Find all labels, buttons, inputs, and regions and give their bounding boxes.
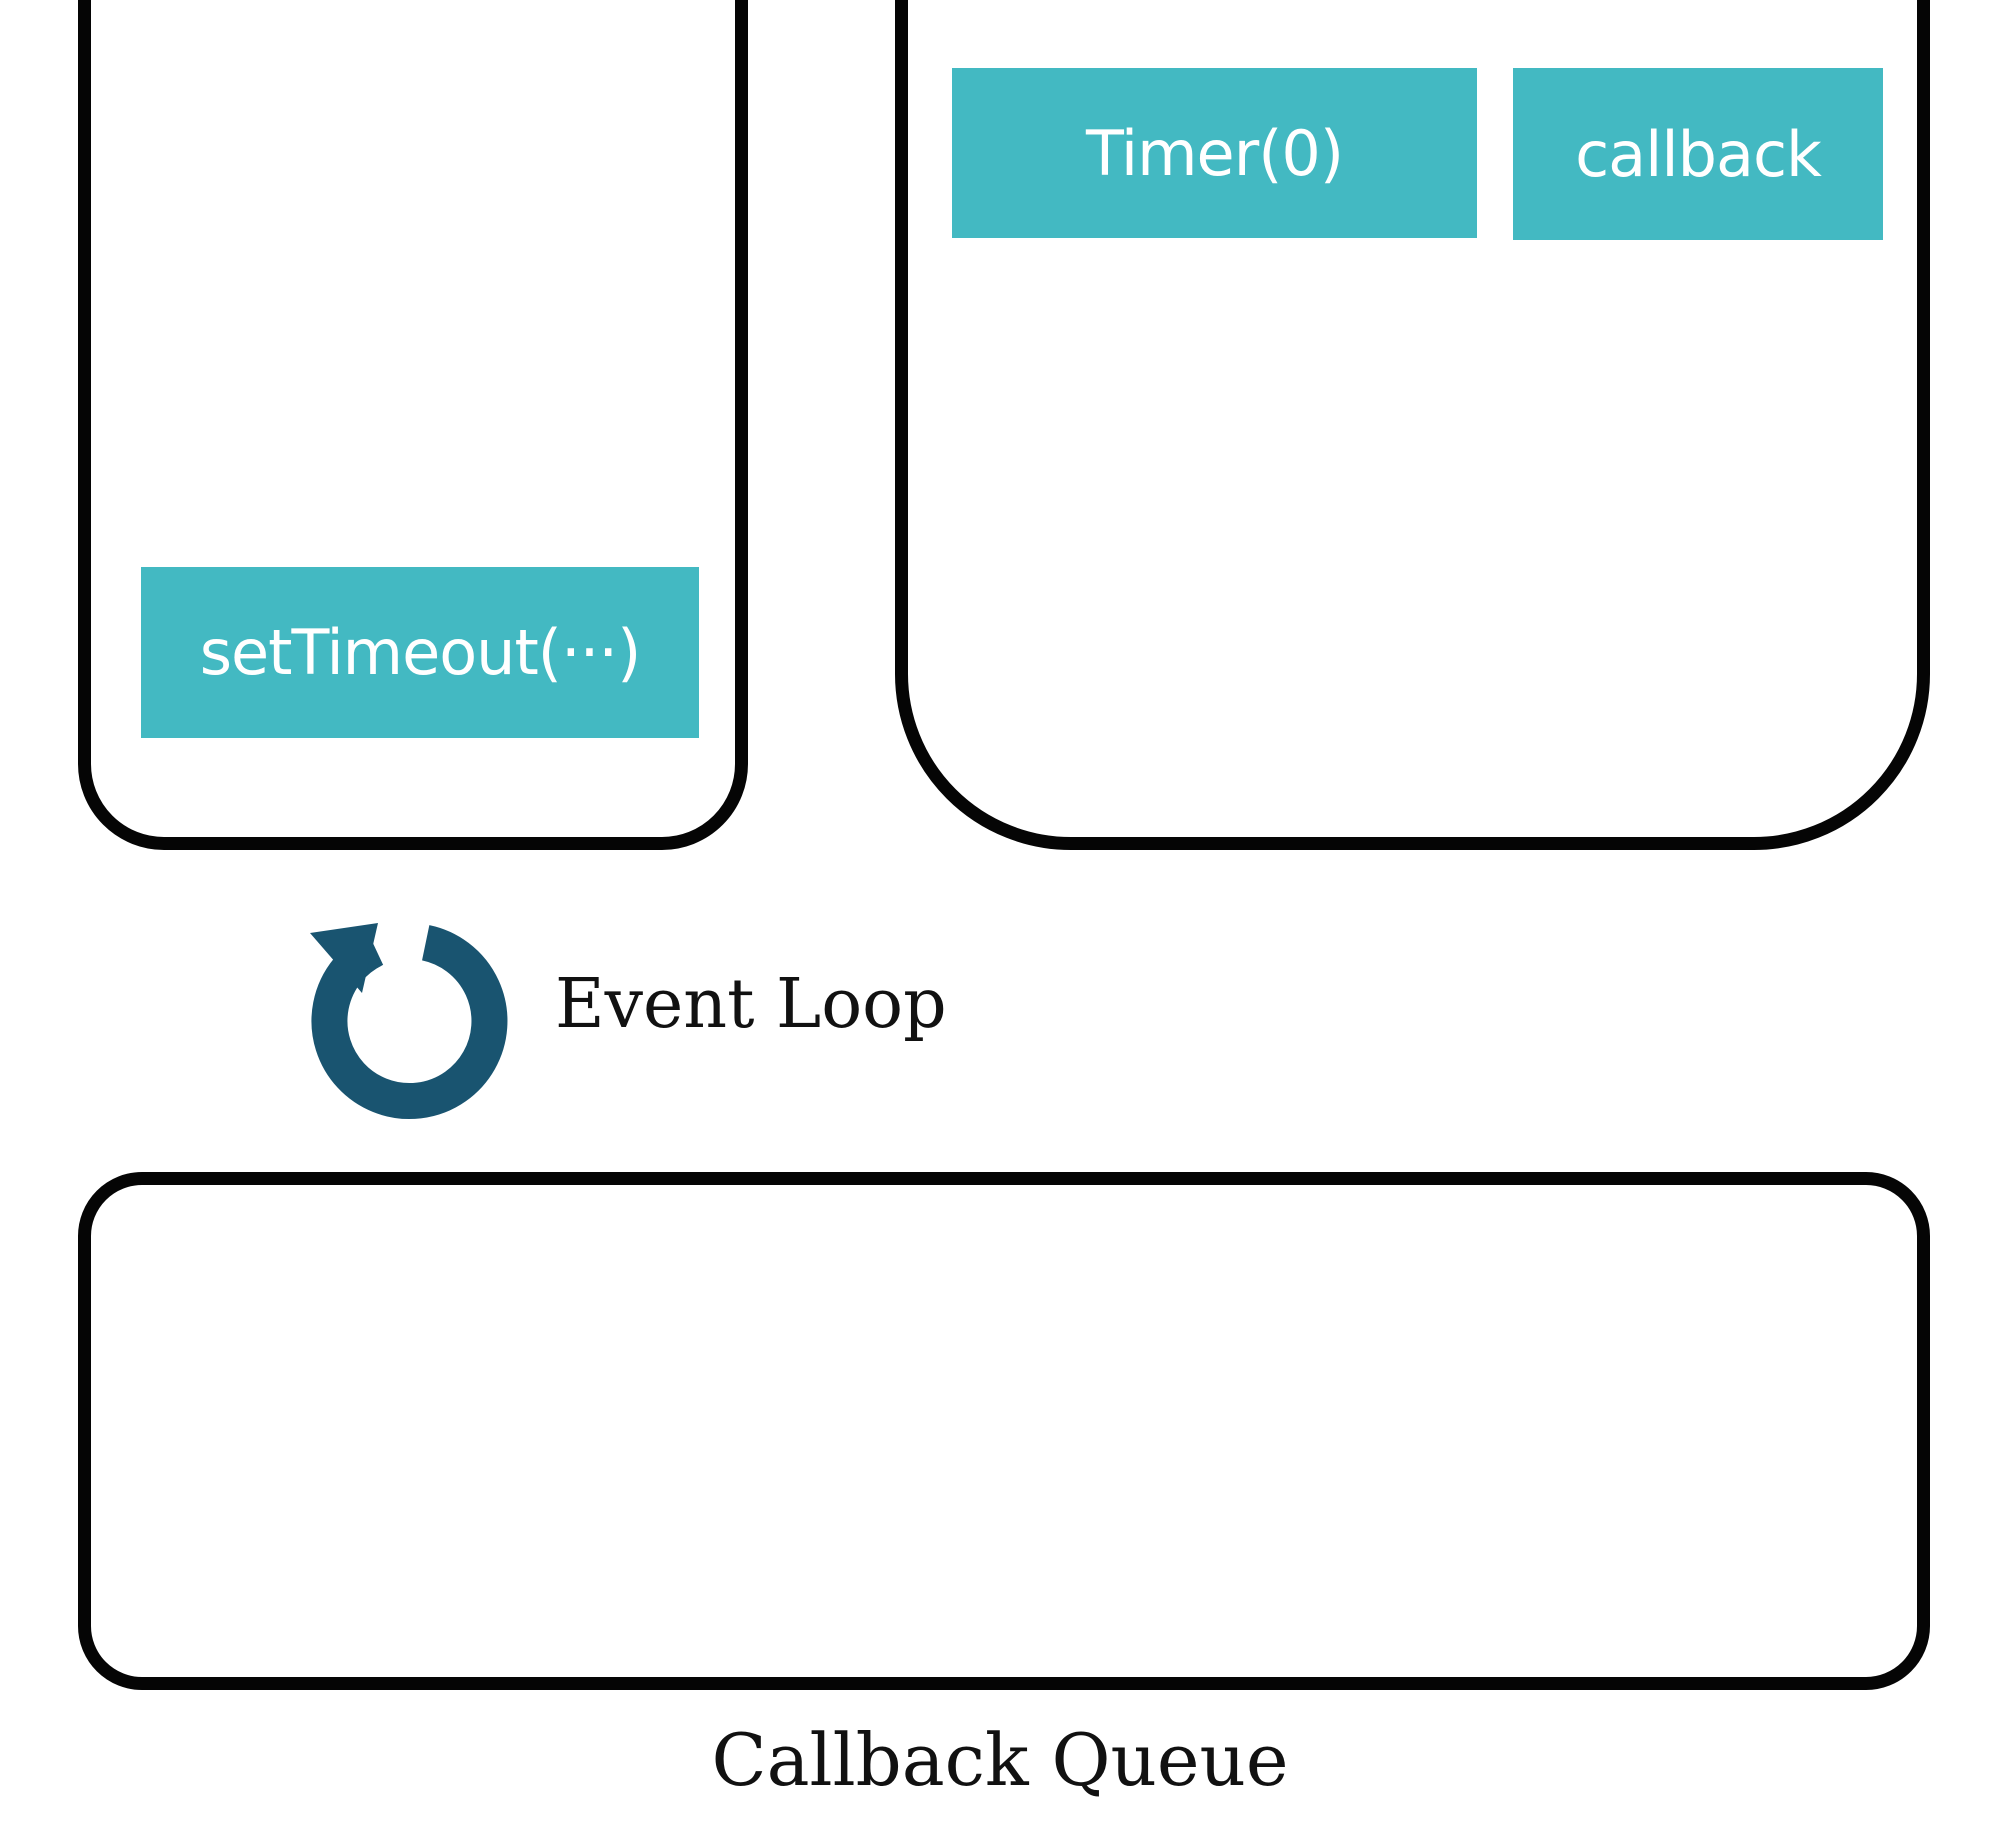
- call-stack-frame-settimeout: setTimeout(···): [141, 567, 699, 738]
- web-api-callback-box: callback: [1513, 68, 1883, 240]
- callback-queue-panel: [78, 1172, 1930, 1690]
- event-loop: Event Loop: [290, 905, 947, 1135]
- event-loop-label: Event Loop: [555, 965, 947, 1044]
- callback-queue-label: Callback Queue: [711, 1718, 1289, 1802]
- web-api-timer-box: Timer(0): [952, 68, 1477, 238]
- refresh-cycle-icon: [310, 923, 508, 1120]
